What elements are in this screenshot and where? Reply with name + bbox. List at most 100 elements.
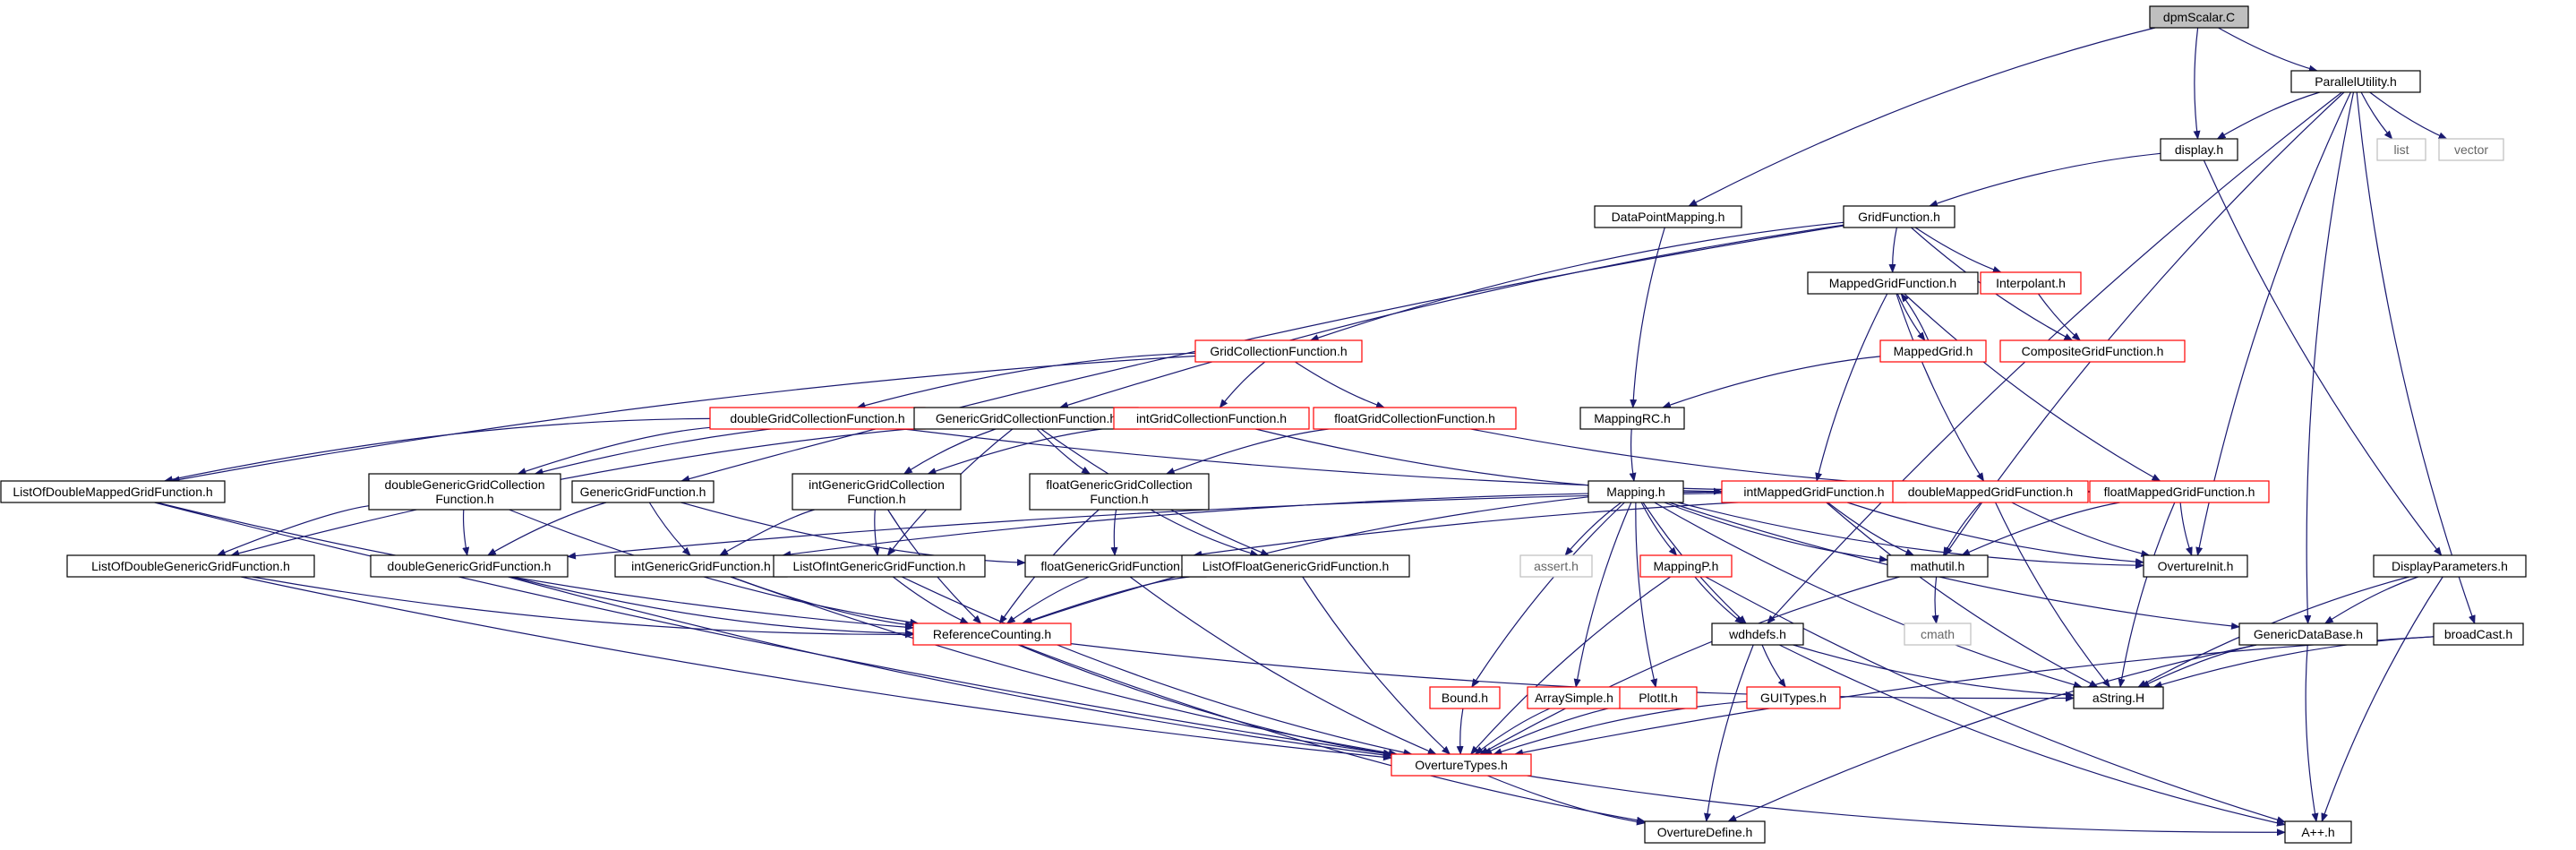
edge-double-mapped-grid-function-to-overture-init bbox=[2011, 502, 2151, 557]
node-box bbox=[1644, 820, 1766, 844]
node-box bbox=[1313, 407, 1517, 430]
node-wdhdefs[interactable]: wdhdefs.h bbox=[1711, 622, 1804, 646]
node-label: MappedGrid.h bbox=[1894, 344, 1973, 358]
node-mapped-grid-function[interactable]: MappedGridFunction.h bbox=[1807, 271, 1979, 295]
edge-interpolant-to-composite-grid-function bbox=[2038, 293, 2081, 341]
node-a-string[interactable]: aString.H bbox=[2073, 686, 2164, 709]
node-box bbox=[1887, 554, 1989, 578]
node-label: GUITypes.h bbox=[1760, 691, 1827, 705]
edge-int-mapped-grid-function-to-a-string bbox=[1826, 502, 2099, 688]
edge-mapping-to-overture-init bbox=[1677, 502, 2144, 570]
node-box bbox=[66, 554, 315, 578]
node-box bbox=[1843, 205, 1956, 228]
node-mapping[interactable]: Mapping.h bbox=[1588, 480, 1684, 503]
edge-double-mapped-grid-function-to-a-string bbox=[1995, 502, 2111, 688]
node-box bbox=[1999, 339, 2186, 363]
node-generic-grid-function[interactable]: GenericGridFunction.h bbox=[571, 480, 715, 503]
edge-mapped-grid-to-mapped-grid-function bbox=[1900, 293, 1930, 341]
node-label: GenericGridFunction.h bbox=[580, 485, 706, 499]
edge-int-grid-collection-function-to-int-generic-grid-collection-function bbox=[927, 426, 1115, 475]
node-label: display.h bbox=[2175, 142, 2223, 157]
edge-guitypes-to-overture-types bbox=[1493, 700, 1748, 755]
node-box bbox=[1527, 686, 1622, 709]
edge-generic-grid-collection-function-to-int-generic-grid-collection-function bbox=[903, 428, 996, 475]
node-label: intGridCollectionFunction.h bbox=[1136, 411, 1287, 425]
edge-float-grid-collection-function-to-float-generic-grid-collection-function bbox=[1165, 428, 1329, 475]
node-label: ReferenceCounting.h bbox=[933, 627, 1051, 641]
edge-double-mapped-grid-function-to-mathutil bbox=[1942, 502, 1981, 556]
node-overture-types[interactable]: OvertureTypes.h bbox=[1391, 753, 1532, 777]
node-display-parameters[interactable]: DisplayParameters.h bbox=[2373, 554, 2527, 578]
edge-list-of-double-generic-grid-function-to-reference-counting bbox=[252, 576, 914, 639]
node-cmath: cmath bbox=[1904, 622, 1972, 646]
node-data-point-mapping[interactable]: DataPointMapping.h bbox=[1594, 205, 1742, 228]
node-float-grid-collection-function[interactable]: floatGridCollectionFunction.h bbox=[1313, 407, 1517, 430]
edge-mapping-to-array-simple bbox=[1573, 502, 1632, 688]
node-float-mapped-grid-function[interactable]: floatMappedGridFunction.h bbox=[2089, 480, 2270, 503]
node-reference-counting[interactable]: ReferenceCounting.h bbox=[912, 622, 1072, 646]
node-generic-grid-collection-function[interactable]: GenericGridCollectionFunction.h bbox=[913, 407, 1139, 430]
node-list-of-float-generic-grid-function[interactable]: ListOfFloatGenericGridFunction.h bbox=[1181, 554, 1410, 578]
node-mapping-p[interactable]: MappingP.h bbox=[1639, 554, 1733, 578]
node-label: doubleGridCollectionFunction.h bbox=[730, 411, 904, 425]
node-list-of-double-generic-grid-function[interactable]: ListOfDoubleGenericGridFunction.h bbox=[66, 554, 315, 578]
node-overture-init[interactable]: OvertureInit.h bbox=[2143, 554, 2248, 578]
node-list: list bbox=[2376, 138, 2426, 161]
node-box bbox=[1594, 205, 1742, 228]
node-list-of-double-mapped-grid-function[interactable]: ListOfDoubleMappedGridFunction.h bbox=[0, 480, 226, 503]
edge-wdhdefs-to-app bbox=[1779, 644, 2286, 827]
edge-int-mapped-grid-function-to-mathutil bbox=[1827, 502, 1915, 556]
node-int-generic-grid-function[interactable]: intGenericGridFunction.h bbox=[614, 554, 788, 578]
node-box bbox=[912, 622, 1072, 646]
node-double-generic-grid-function[interactable]: doubleGenericGridFunction.h bbox=[370, 554, 569, 578]
edge-broad-cast-to-overture-types bbox=[1514, 636, 2435, 757]
edge-mapping-to-reference-counting bbox=[1023, 496, 1589, 624]
node-generic-data-base[interactable]: GenericDataBase.h bbox=[2238, 622, 2378, 646]
node-double-mapped-grid-function[interactable]: doubleMappedGridFunction.h bbox=[1892, 480, 2089, 503]
node-dpm-scalar[interactable]: dpmScalar.C bbox=[2149, 5, 2249, 29]
node-parallel-utility[interactable]: ParallelUtility.h bbox=[2290, 70, 2421, 93]
node-guitypes[interactable]: GUITypes.h bbox=[1746, 686, 1841, 709]
node-label: Mapping.h bbox=[1606, 485, 1665, 499]
node-label: Interpolant.h bbox=[1996, 276, 2066, 290]
edge-generic-data-base-to-overture-define bbox=[1727, 644, 2257, 822]
node-mapping-rc[interactable]: MappingRC.h bbox=[1579, 407, 1685, 430]
node-double-grid-collection-function[interactable]: doubleGridCollectionFunction.h bbox=[709, 407, 926, 430]
edge-list-of-int-generic-grid-function-to-reference-counting bbox=[893, 576, 970, 624]
node-label: floatMappedGridFunction.h bbox=[2104, 485, 2255, 499]
edge-display-parameters-to-generic-data-base bbox=[2324, 576, 2418, 624]
node-interpolant[interactable]: Interpolant.h bbox=[1980, 271, 2082, 295]
node-mapped-grid[interactable]: MappedGrid.h bbox=[1879, 339, 1987, 363]
edge-overture-types-to-overture-define bbox=[1487, 775, 1646, 826]
node-label: cmath bbox=[1921, 627, 1955, 641]
node-composite-grid-function[interactable]: CompositeGridFunction.h bbox=[1999, 339, 2186, 363]
node-grid-function[interactable]: GridFunction.h bbox=[1843, 205, 1956, 228]
node-box bbox=[1619, 686, 1698, 709]
node-int-grid-collection-function[interactable]: intGridCollectionFunction.h bbox=[1113, 407, 1310, 430]
node-display[interactable]: display.h bbox=[2160, 138, 2238, 161]
node-mathutil[interactable]: mathutil.h bbox=[1887, 554, 1989, 578]
node-grid-collection-function[interactable]: GridCollectionFunction.h bbox=[1194, 339, 1363, 363]
node-overture-define[interactable]: OvertureDefine.h bbox=[1644, 820, 1766, 844]
node-app[interactable]: A++.h bbox=[2284, 820, 2352, 844]
node-float-generic-grid-function[interactable]: floatGenericGridFunction.h bbox=[1024, 554, 1207, 578]
node-label: broadCast.h bbox=[2444, 627, 2512, 641]
node-plot-it[interactable]: PlotIt.h bbox=[1619, 686, 1698, 709]
node-bound[interactable]: Bound.h bbox=[1429, 686, 1501, 709]
node-list-of-int-generic-grid-function[interactable]: ListOfIntGenericGridFunction.h bbox=[773, 554, 986, 578]
node-broad-cast[interactable]: broadCast.h bbox=[2433, 622, 2524, 646]
node-int-mapped-grid-function[interactable]: intMappedGridFunction.h bbox=[1721, 480, 1907, 503]
edge-dpm-scalar-to-parallel-utility bbox=[2218, 27, 2318, 73]
edge-grid-function-to-interpolant bbox=[1914, 227, 2002, 273]
edge-mapping-to-mapping-p bbox=[1640, 502, 1678, 556]
node-array-simple[interactable]: ArraySimple.h bbox=[1527, 686, 1622, 709]
node-label: A++.h bbox=[2301, 825, 2334, 839]
edge-int-generic-grid-function-to-overture-types bbox=[730, 576, 1398, 757]
edge-generic-grid-collection-function-to-list-of-double-generic-grid-function bbox=[230, 427, 915, 557]
edge-double-generic-grid-function-to-overture-types bbox=[508, 576, 1392, 759]
edge-mapping-p-to-overture-types bbox=[1470, 576, 1671, 755]
node-label: MappingRC.h bbox=[1594, 411, 1671, 425]
